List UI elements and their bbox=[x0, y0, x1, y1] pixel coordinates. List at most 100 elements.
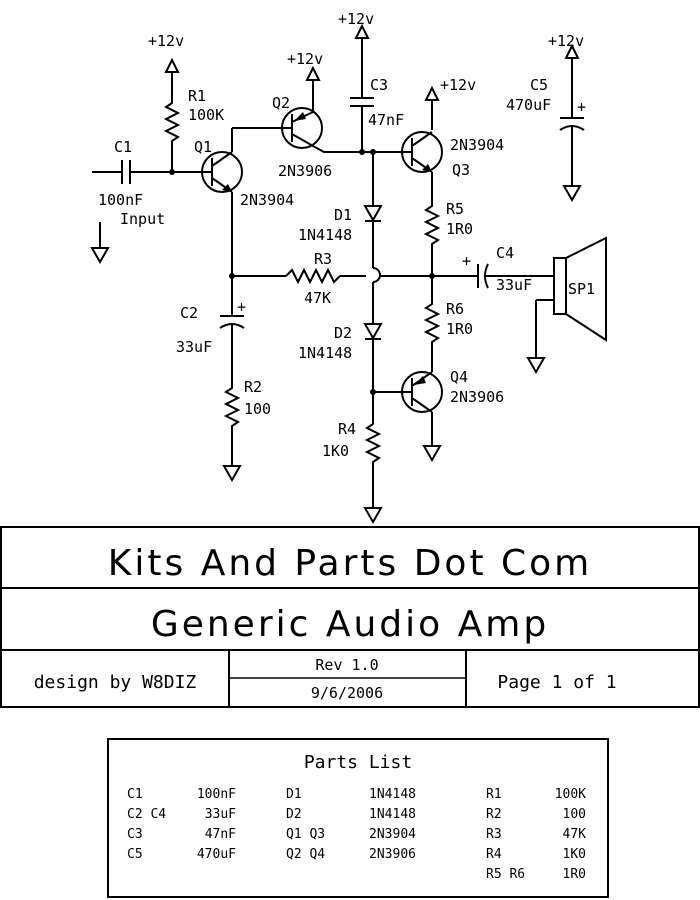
parts-list-column-1: C1 100nF C2 C4 33uF C3 47nF C5 470uF bbox=[127, 787, 236, 862]
parts-list-value: 1R0 bbox=[563, 867, 586, 882]
vcc-c3-symbol bbox=[354, 23, 370, 98]
page-number: Page 1 of 1 bbox=[497, 672, 616, 693]
parts-list-ref: R4 bbox=[486, 847, 502, 862]
vcc-q2-symbol bbox=[305, 65, 321, 112]
q4-part: 2N3906 bbox=[450, 388, 504, 406]
parts-list-ref: D1 bbox=[286, 787, 302, 802]
c4-ref: C4 bbox=[496, 244, 514, 262]
q1-transistor bbox=[201, 128, 243, 276]
q2-ref: Q2 bbox=[272, 94, 290, 112]
c5-value: 470uF bbox=[506, 96, 551, 114]
vcc-q3-label: +12v bbox=[440, 76, 476, 94]
vcc-c3-label: +12v bbox=[338, 10, 374, 28]
c2-plus: + bbox=[237, 298, 246, 316]
r6-value: 1R0 bbox=[446, 320, 473, 338]
q3-ref: Q3 bbox=[452, 161, 470, 179]
r2-resistor bbox=[222, 382, 242, 483]
d1-part: 1N4148 bbox=[298, 226, 352, 244]
d2-ref: D2 bbox=[334, 324, 352, 342]
parts-list-ref: Q2 Q4 bbox=[286, 847, 325, 862]
parts-list: Parts List C1 100nF C2 C4 33uF C3 47nF C5 470uF… bbox=[107, 738, 609, 898]
r5-value: 1R0 bbox=[446, 220, 473, 238]
parts-list-value: 470uF bbox=[197, 847, 236, 862]
d1-diode bbox=[363, 152, 383, 324]
r1-value: 100K bbox=[188, 106, 224, 124]
company-name: Kits And Parts Dot Com bbox=[108, 543, 592, 584]
r5-ref: R5 bbox=[446, 200, 464, 218]
sp1-ref: SP1 bbox=[568, 280, 595, 298]
r3-ref: R3 bbox=[314, 250, 332, 268]
c4-value: 33uF bbox=[496, 276, 532, 294]
q2-transistor bbox=[232, 107, 408, 155]
parts-list-ref: R3 bbox=[486, 827, 502, 842]
project-title: Generic Audio Amp bbox=[151, 604, 549, 645]
input-ground-symbol bbox=[90, 222, 110, 265]
parts-list-ref: C2 C4 bbox=[127, 807, 166, 822]
d1-ref: D1 bbox=[334, 206, 352, 224]
parts-list-value: 47K bbox=[563, 827, 587, 842]
r4-ref: R4 bbox=[338, 420, 356, 438]
date: 9/6/2006 bbox=[311, 684, 383, 702]
vcc-r1-label: +12v bbox=[148, 32, 184, 50]
sp1-speaker bbox=[526, 236, 607, 375]
parts-list-value: 100K bbox=[555, 787, 586, 802]
c4-plus: + bbox=[462, 252, 471, 270]
parts-list-ref: R5 R6 bbox=[486, 867, 525, 882]
c3-capacitor bbox=[350, 97, 374, 152]
r4-value: 1K0 bbox=[322, 442, 349, 460]
parts-list-value: 2N3904 bbox=[369, 827, 416, 842]
c1-capacitor bbox=[92, 160, 202, 184]
c2-value: 33uF bbox=[176, 338, 212, 356]
c3-value: 47nF bbox=[368, 111, 404, 129]
parts-list-value: 1N4148 bbox=[369, 807, 416, 822]
title-block: Kits And Parts Dot Com Generic Audio Amp… bbox=[0, 526, 700, 708]
c2-ref: C2 bbox=[180, 304, 198, 322]
q1-ref: Q1 bbox=[194, 138, 212, 156]
designer: design by W8DIZ bbox=[34, 672, 197, 693]
r3-value: 47K bbox=[304, 289, 331, 307]
parts-list-ref: C5 bbox=[127, 847, 143, 862]
r6-ref: R6 bbox=[446, 300, 464, 318]
c3-ref: C3 bbox=[370, 76, 388, 94]
parts-list-ref: C3 bbox=[127, 827, 143, 842]
parts-list-value: 33uF bbox=[205, 807, 236, 822]
c2-capacitor bbox=[219, 276, 245, 382]
parts-list-ref: Q1 Q3 bbox=[286, 827, 325, 842]
parts-list-title: Parts List bbox=[304, 752, 412, 773]
r6-resistor bbox=[423, 276, 441, 372]
input-label: Input bbox=[120, 210, 165, 228]
parts-list-value: 100 bbox=[563, 807, 586, 822]
c5-ref: C5 bbox=[530, 76, 548, 94]
c1-value: 100nF bbox=[98, 191, 143, 209]
vcc-c5-label: +12v bbox=[548, 32, 584, 50]
parts-list-value: 47nF bbox=[205, 827, 236, 842]
r1-resistor bbox=[163, 95, 181, 172]
r5-resistor bbox=[423, 200, 441, 276]
vcc-q3-symbol bbox=[424, 85, 440, 130]
q3-transistor bbox=[401, 131, 443, 200]
schematic: +12v +12v +12v +12v +12v R1 100K C1 100n… bbox=[90, 10, 607, 525]
r2-ref: R2 bbox=[244, 378, 262, 396]
parts-list-ref: R2 bbox=[486, 807, 502, 822]
c5-capacitor bbox=[559, 117, 585, 203]
q1-part: 2N3904 bbox=[240, 191, 294, 209]
r2-value: 100 bbox=[244, 400, 271, 418]
parts-list-value: 100nF bbox=[197, 787, 236, 802]
q2-part: 2N3906 bbox=[278, 162, 332, 180]
parts-list-value: 1K0 bbox=[563, 847, 586, 862]
c1-ref: C1 bbox=[114, 138, 132, 156]
c5-plus: + bbox=[577, 98, 586, 116]
parts-list-value: 2N3906 bbox=[369, 847, 416, 862]
r1-ref: R1 bbox=[188, 87, 206, 105]
parts-list-ref: D2 bbox=[286, 807, 302, 822]
q3-part: 2N3904 bbox=[450, 136, 504, 154]
parts-list-ref: R1 bbox=[486, 787, 502, 802]
parts-list-ref: C1 bbox=[127, 787, 143, 802]
c4-capacitor bbox=[477, 263, 554, 289]
r4-resistor bbox=[363, 420, 383, 525]
vcc-c5-symbol bbox=[564, 43, 580, 118]
vcc-q2-label: +12v bbox=[287, 50, 323, 68]
